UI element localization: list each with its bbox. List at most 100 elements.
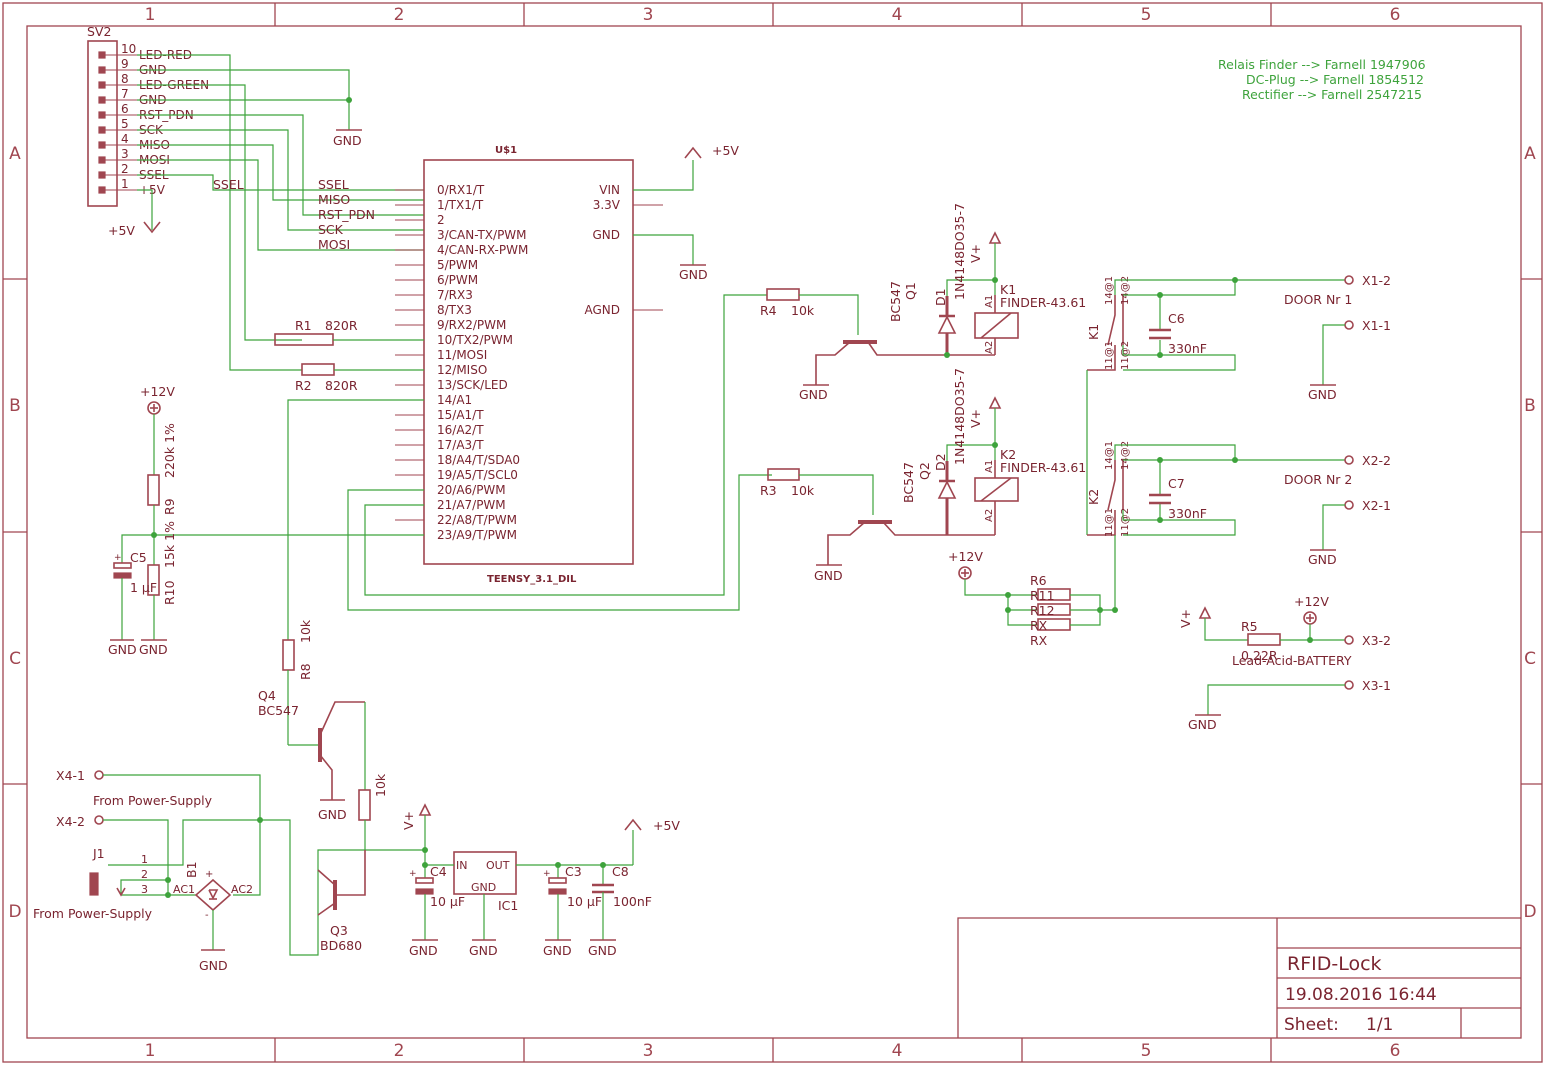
svg-text:RX: RX xyxy=(1030,633,1048,648)
gnd-symbol: GND xyxy=(543,939,572,958)
svg-text:GND: GND xyxy=(199,958,228,973)
svg-text:A1: A1 xyxy=(984,295,995,308)
teensy-module: U$1 TEENSY_3.1_DIL 0/RX1/T1/TX1/T23/CAN-… xyxy=(395,145,663,585)
sv2-pin-number: 6 xyxy=(121,102,129,116)
terminal-x1-1: X1-1 xyxy=(1322,318,1391,385)
resistor-rq3: 10k xyxy=(358,702,388,850)
svg-text:+5V: +5V xyxy=(712,143,739,158)
gnd-symbol: GND xyxy=(139,639,168,657)
svg-text:A2: A2 xyxy=(984,341,995,354)
gnd-symbol: GND xyxy=(588,939,617,958)
p5v-symbol: +5V xyxy=(684,143,739,159)
svg-text:C7: C7 xyxy=(1168,476,1185,491)
sv2-pin-marker xyxy=(98,111,106,119)
svg-text:GND: GND xyxy=(469,943,498,958)
terminal-x3-2: X3-2 Lead-Acid-BATTERY xyxy=(1232,633,1391,668)
sv2-pin-number: 1 xyxy=(121,177,129,191)
svg-text:100nF: 100nF xyxy=(613,894,652,909)
sv2-pin-number: 9 xyxy=(121,57,129,71)
svg-text:+5V: +5V xyxy=(108,223,135,238)
gnd-symbol: GND xyxy=(108,639,137,657)
gnd-symbol: GND xyxy=(409,939,438,958)
svg-text:R8: R8 xyxy=(298,663,313,680)
teensy-right-nets xyxy=(633,160,694,265)
row-label: D xyxy=(1523,902,1536,922)
sheet-value: 1/1 xyxy=(1366,1015,1393,1035)
svg-text:X2-1: X2-1 xyxy=(1362,498,1391,513)
svg-text:+12V: +12V xyxy=(1294,594,1329,609)
col-label: 2 xyxy=(394,1041,405,1061)
dc-jack-j1: J1 1 2 3 From Power-Supply xyxy=(33,819,260,921)
svg-text:1 µF: 1 µF xyxy=(130,580,157,595)
svg-text:V+: V+ xyxy=(968,409,983,428)
svg-text:820R: 820R xyxy=(325,318,358,333)
net-label: SSEL xyxy=(213,177,244,192)
svg-text:GND: GND xyxy=(108,642,137,657)
drawing-date: 19.08.2016 16:44 xyxy=(1285,985,1437,1005)
svg-text:Lead-Acid-BATTERY: Lead-Acid-BATTERY xyxy=(1232,653,1352,668)
svg-text:14@2: 14@2 xyxy=(1120,276,1131,305)
svg-text:GND: GND xyxy=(1308,552,1337,567)
svg-text:BC547: BC547 xyxy=(888,281,903,322)
diode-d2: D2 1N4148DO35-7 xyxy=(933,368,995,535)
svg-text:C5: C5 xyxy=(130,550,147,565)
teensy-pin-label: 18/A4/T/SDA0 xyxy=(437,453,520,467)
svg-text:GND: GND xyxy=(543,943,572,958)
row-label: A xyxy=(1524,144,1536,164)
sv2-pin-marker xyxy=(98,186,106,194)
resistor-bank: R6 R11 R12 RX RX xyxy=(964,573,1115,648)
svg-text:+: + xyxy=(409,869,417,879)
vplus-symbol: V+ xyxy=(1178,606,1248,641)
svg-text:3: 3 xyxy=(141,883,148,896)
teensy-pin-label: 15/A1/T xyxy=(437,408,484,422)
sv2-pin-marker xyxy=(98,51,106,59)
svg-text:K2: K2 xyxy=(1000,447,1016,462)
svg-text:D2: D2 xyxy=(933,453,948,471)
resistor-r3: R3 10k xyxy=(760,468,874,515)
teensy-left-nets xyxy=(152,294,772,640)
svg-text:R5: R5 xyxy=(1241,619,1258,634)
row-label: B xyxy=(9,396,21,416)
teensy-pin-label: 9/RX2/PWM xyxy=(437,318,506,332)
svg-text:AC1: AC1 xyxy=(173,883,195,896)
svg-text:820R: 820R xyxy=(325,378,358,393)
svg-text:10 µF: 10 µF xyxy=(430,894,465,909)
teensy-pin-label: 13/SCK/LED xyxy=(437,378,508,392)
svg-text:330nF: 330nF xyxy=(1168,506,1207,521)
svg-text:+: + xyxy=(114,553,122,563)
gnd-symbol: GND xyxy=(799,384,829,402)
svg-text:Q1: Q1 xyxy=(903,282,918,300)
gnd-symbol: GND xyxy=(199,949,228,973)
relay2-nets xyxy=(1114,444,1345,536)
resistor-r2: R2 820R xyxy=(295,363,424,393)
teensy-pin-label: 1/TX1/T xyxy=(437,198,484,212)
svg-text:IN: IN xyxy=(456,859,467,872)
gnd-symbol: GND xyxy=(333,129,362,148)
teensy-pin-label: 5/PWM xyxy=(437,258,478,272)
svg-text:Q4: Q4 xyxy=(258,688,276,703)
svg-text:X3-1: X3-1 xyxy=(1362,678,1391,693)
sv2-nets xyxy=(137,54,424,371)
svg-text:X3-2: X3-2 xyxy=(1362,633,1391,648)
sv2-pin-marker xyxy=(98,66,106,74)
svg-text:+: + xyxy=(543,869,551,879)
svg-text:1N4148DO35-7: 1N4148DO35-7 xyxy=(952,368,967,465)
svg-text:GND: GND xyxy=(814,568,843,583)
resistor-r5: R5 0.22R xyxy=(1241,619,1345,663)
svg-text:14@1: 14@1 xyxy=(1104,276,1115,305)
sv2-pin-marker xyxy=(98,96,106,104)
svg-text:GND: GND xyxy=(471,881,496,894)
vplus-symbol: V+ R6 xyxy=(401,803,432,850)
note-line: Relais Finder --> Farnell 1947906 xyxy=(1218,57,1426,72)
teensy-pin-label: 21/A7/PWM xyxy=(437,498,506,512)
teensy-pin-label: VIN xyxy=(599,183,620,197)
capacitor-c3: + C3 10 µF xyxy=(543,864,602,940)
sv2-pin-number: 2 xyxy=(121,162,129,176)
p12v-symbol: +12V xyxy=(140,384,175,415)
teensy-pin-label: 19/A5/T/SCL0 xyxy=(437,468,518,482)
sv2-pin-number: 10 xyxy=(121,42,136,56)
row-label: B xyxy=(1524,396,1536,416)
teensy-pin-label: 2 xyxy=(437,213,445,227)
resistor-r10: R10 15k 1% xyxy=(147,521,177,640)
svg-text:V+: V+ xyxy=(968,244,983,263)
